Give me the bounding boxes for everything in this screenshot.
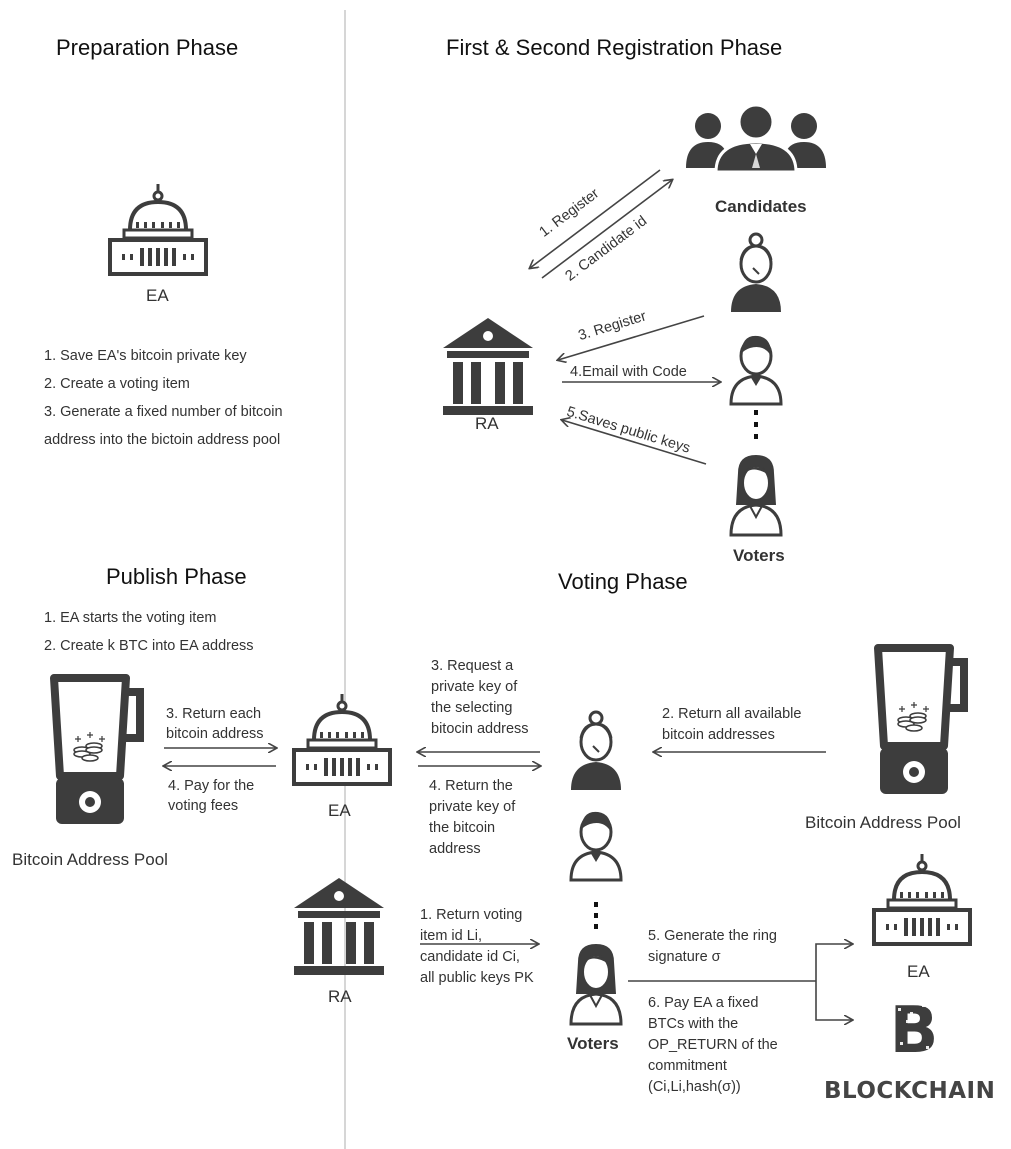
voting-return-key-2: private key of <box>429 799 516 815</box>
voter-old-woman-icon <box>729 232 783 314</box>
voting-return-all-2: bitcoin addresses <box>662 727 775 743</box>
publish-ra-bank-icon <box>294 878 384 975</box>
voting-ellipsis-icon <box>594 902 598 929</box>
voting-return-voting-2: item id Li, <box>420 928 483 944</box>
voting-ring-1: 5. Generate the ring <box>648 928 777 944</box>
publish-step-1: 1. EA starts the voting item <box>44 610 217 626</box>
voting-phase-heading: Voting Phase <box>558 569 688 594</box>
voting-request-1: 3. Request a <box>431 658 514 674</box>
voting-ea-icon <box>872 852 972 946</box>
publish-ea-icon <box>292 692 392 786</box>
publish-return-each-2: bitcoin address <box>166 726 264 742</box>
vertical-ellipsis-icon <box>754 410 758 439</box>
arrow-saves-public-keys <box>562 420 707 465</box>
ra-bank-icon <box>443 318 533 415</box>
prep-step-1: 1. Save EA's bitcoin private key <box>44 348 247 364</box>
arrow-to-blockchain <box>815 981 852 1020</box>
prep-step-3: 3. Generate a fixed number of bitcoin <box>44 404 283 420</box>
voting-return-voting-4: all public keys PK <box>420 970 534 986</box>
reg-voters-label: Voters <box>733 546 785 565</box>
voting-pay-4: commitment <box>648 1058 727 1074</box>
arrow-register-3 <box>558 315 705 360</box>
voting-pay-3: OP_RETURN of the <box>648 1037 778 1053</box>
voting-pool-label: Bitcoin Address Pool <box>805 813 961 832</box>
voting-return-key-1: 4. Return the <box>429 778 513 794</box>
publish-return-each-1: 3. Return each <box>166 706 262 722</box>
voting-request-4: bitocin address <box>431 721 529 737</box>
voting-pay-2: BTCs with the <box>648 1016 739 1032</box>
publish-pay-fees-2: voting fees <box>168 798 239 814</box>
arrow-candidate-id <box>541 180 672 279</box>
voting-pay-1: 6. Pay EA a fixed <box>648 995 759 1011</box>
publish-pay-fees-1: 4. Pay for the <box>168 778 255 794</box>
bitcoin-logo-icon: B <box>884 994 944 1068</box>
arrow-register-1 <box>530 169 661 268</box>
voting-voters-label: Voters <box>567 1034 619 1053</box>
voting-ea-label: EA <box>907 962 930 981</box>
prep-step-3-cont: address into the bictoin address pool <box>44 432 281 448</box>
voting-return-all-1: 2. Return all available <box>662 706 802 722</box>
voting-pay-5: (Ci,Li,hash(σ)) <box>648 1079 741 1095</box>
candidates-label: Candidates <box>715 197 807 216</box>
preparation-phase-heading: Preparation Phase <box>56 35 239 60</box>
voting-return-voting-1: 1. Return voting <box>420 907 523 923</box>
voting-return-voting-3: candidate id Ci, <box>420 949 520 965</box>
ea-capitol-icon <box>108 182 208 276</box>
voting-blender-icon <box>878 648 964 794</box>
reg-ra-label: RA <box>475 414 499 433</box>
publish-blender-icon <box>54 678 140 824</box>
publish-step-2: 2. Create k BTC into EA address <box>44 638 254 654</box>
voting-return-key-4: address <box>429 841 481 857</box>
voting-request-3: the selecting <box>431 700 513 716</box>
voting-woman-icon <box>569 942 623 1026</box>
label-email-code: 4.Email with Code <box>570 364 687 380</box>
publish-ra-label: RA <box>328 987 352 1006</box>
blockchain-label: BLOCKCHAIN <box>824 1078 996 1104</box>
registration-phase-heading: First & Second Registration Phase <box>446 35 783 60</box>
candidates-group-icon <box>684 103 828 174</box>
publish-pool-label: Bitcoin Address Pool <box>12 850 168 869</box>
voting-request-2: private key of <box>431 679 518 695</box>
publish-phase-heading: Publish Phase <box>106 564 247 589</box>
prep-ea-label: EA <box>146 286 169 305</box>
svg-text:B: B <box>890 994 939 1068</box>
prep-step-2: 2. Create a voting item <box>44 376 190 392</box>
publish-ea-label: EA <box>328 801 351 820</box>
arrow-to-ea <box>815 944 852 981</box>
voting-old-woman-icon <box>569 710 623 792</box>
voter-woman-icon <box>729 453 783 537</box>
voting-return-key-3: the bitcoin <box>429 820 496 836</box>
voting-ring-2: signature σ <box>648 949 721 965</box>
voting-man-icon <box>569 810 623 882</box>
voter-man-icon <box>729 334 783 406</box>
